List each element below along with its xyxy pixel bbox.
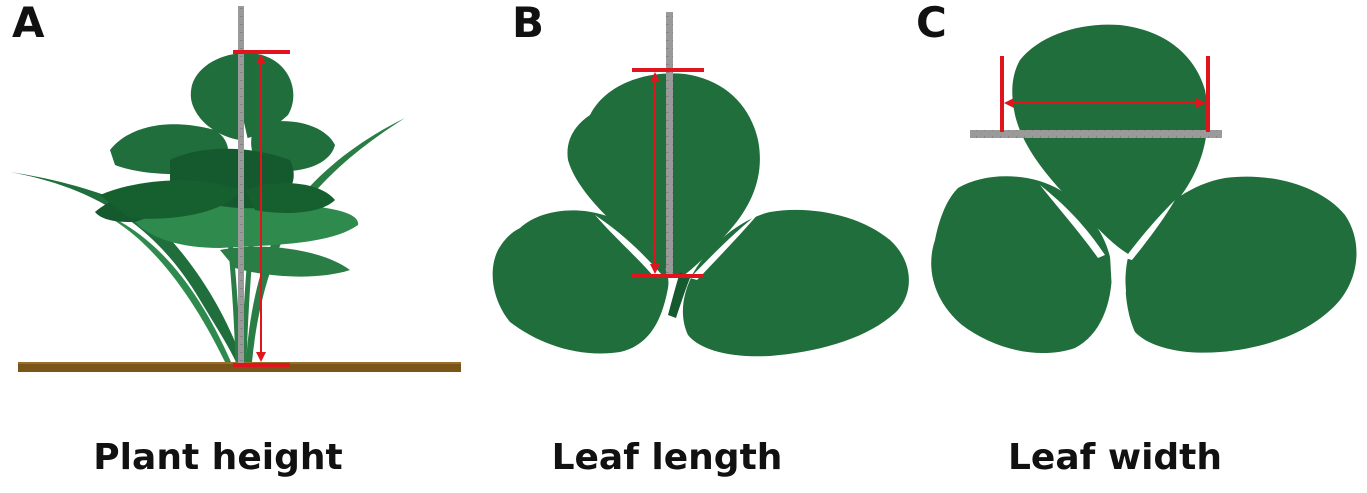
trifoliate-leaf-c bbox=[931, 24, 1357, 354]
leaf-length-measure bbox=[632, 68, 704, 278]
ruler-a bbox=[238, 6, 244, 364]
panel-letter-c: C bbox=[916, 0, 947, 47]
ruler-b bbox=[666, 12, 673, 278]
caption-plant-height: Plant height bbox=[93, 437, 343, 478]
measurement-diagram bbox=[10, 6, 1357, 372]
plant-height-measure bbox=[233, 50, 290, 367]
panel-letter-a: A bbox=[12, 0, 45, 47]
caption-leaf-width: Leaf width bbox=[1007, 437, 1223, 478]
leaf-width-measure bbox=[1000, 56, 1210, 132]
plant-illustration bbox=[10, 53, 405, 363]
caption-leaf-length: Leaf length bbox=[551, 437, 783, 478]
ruler-c bbox=[970, 130, 1222, 138]
trifoliate-leaf-b bbox=[492, 73, 909, 357]
panel-letter-b: B bbox=[512, 0, 545, 47]
